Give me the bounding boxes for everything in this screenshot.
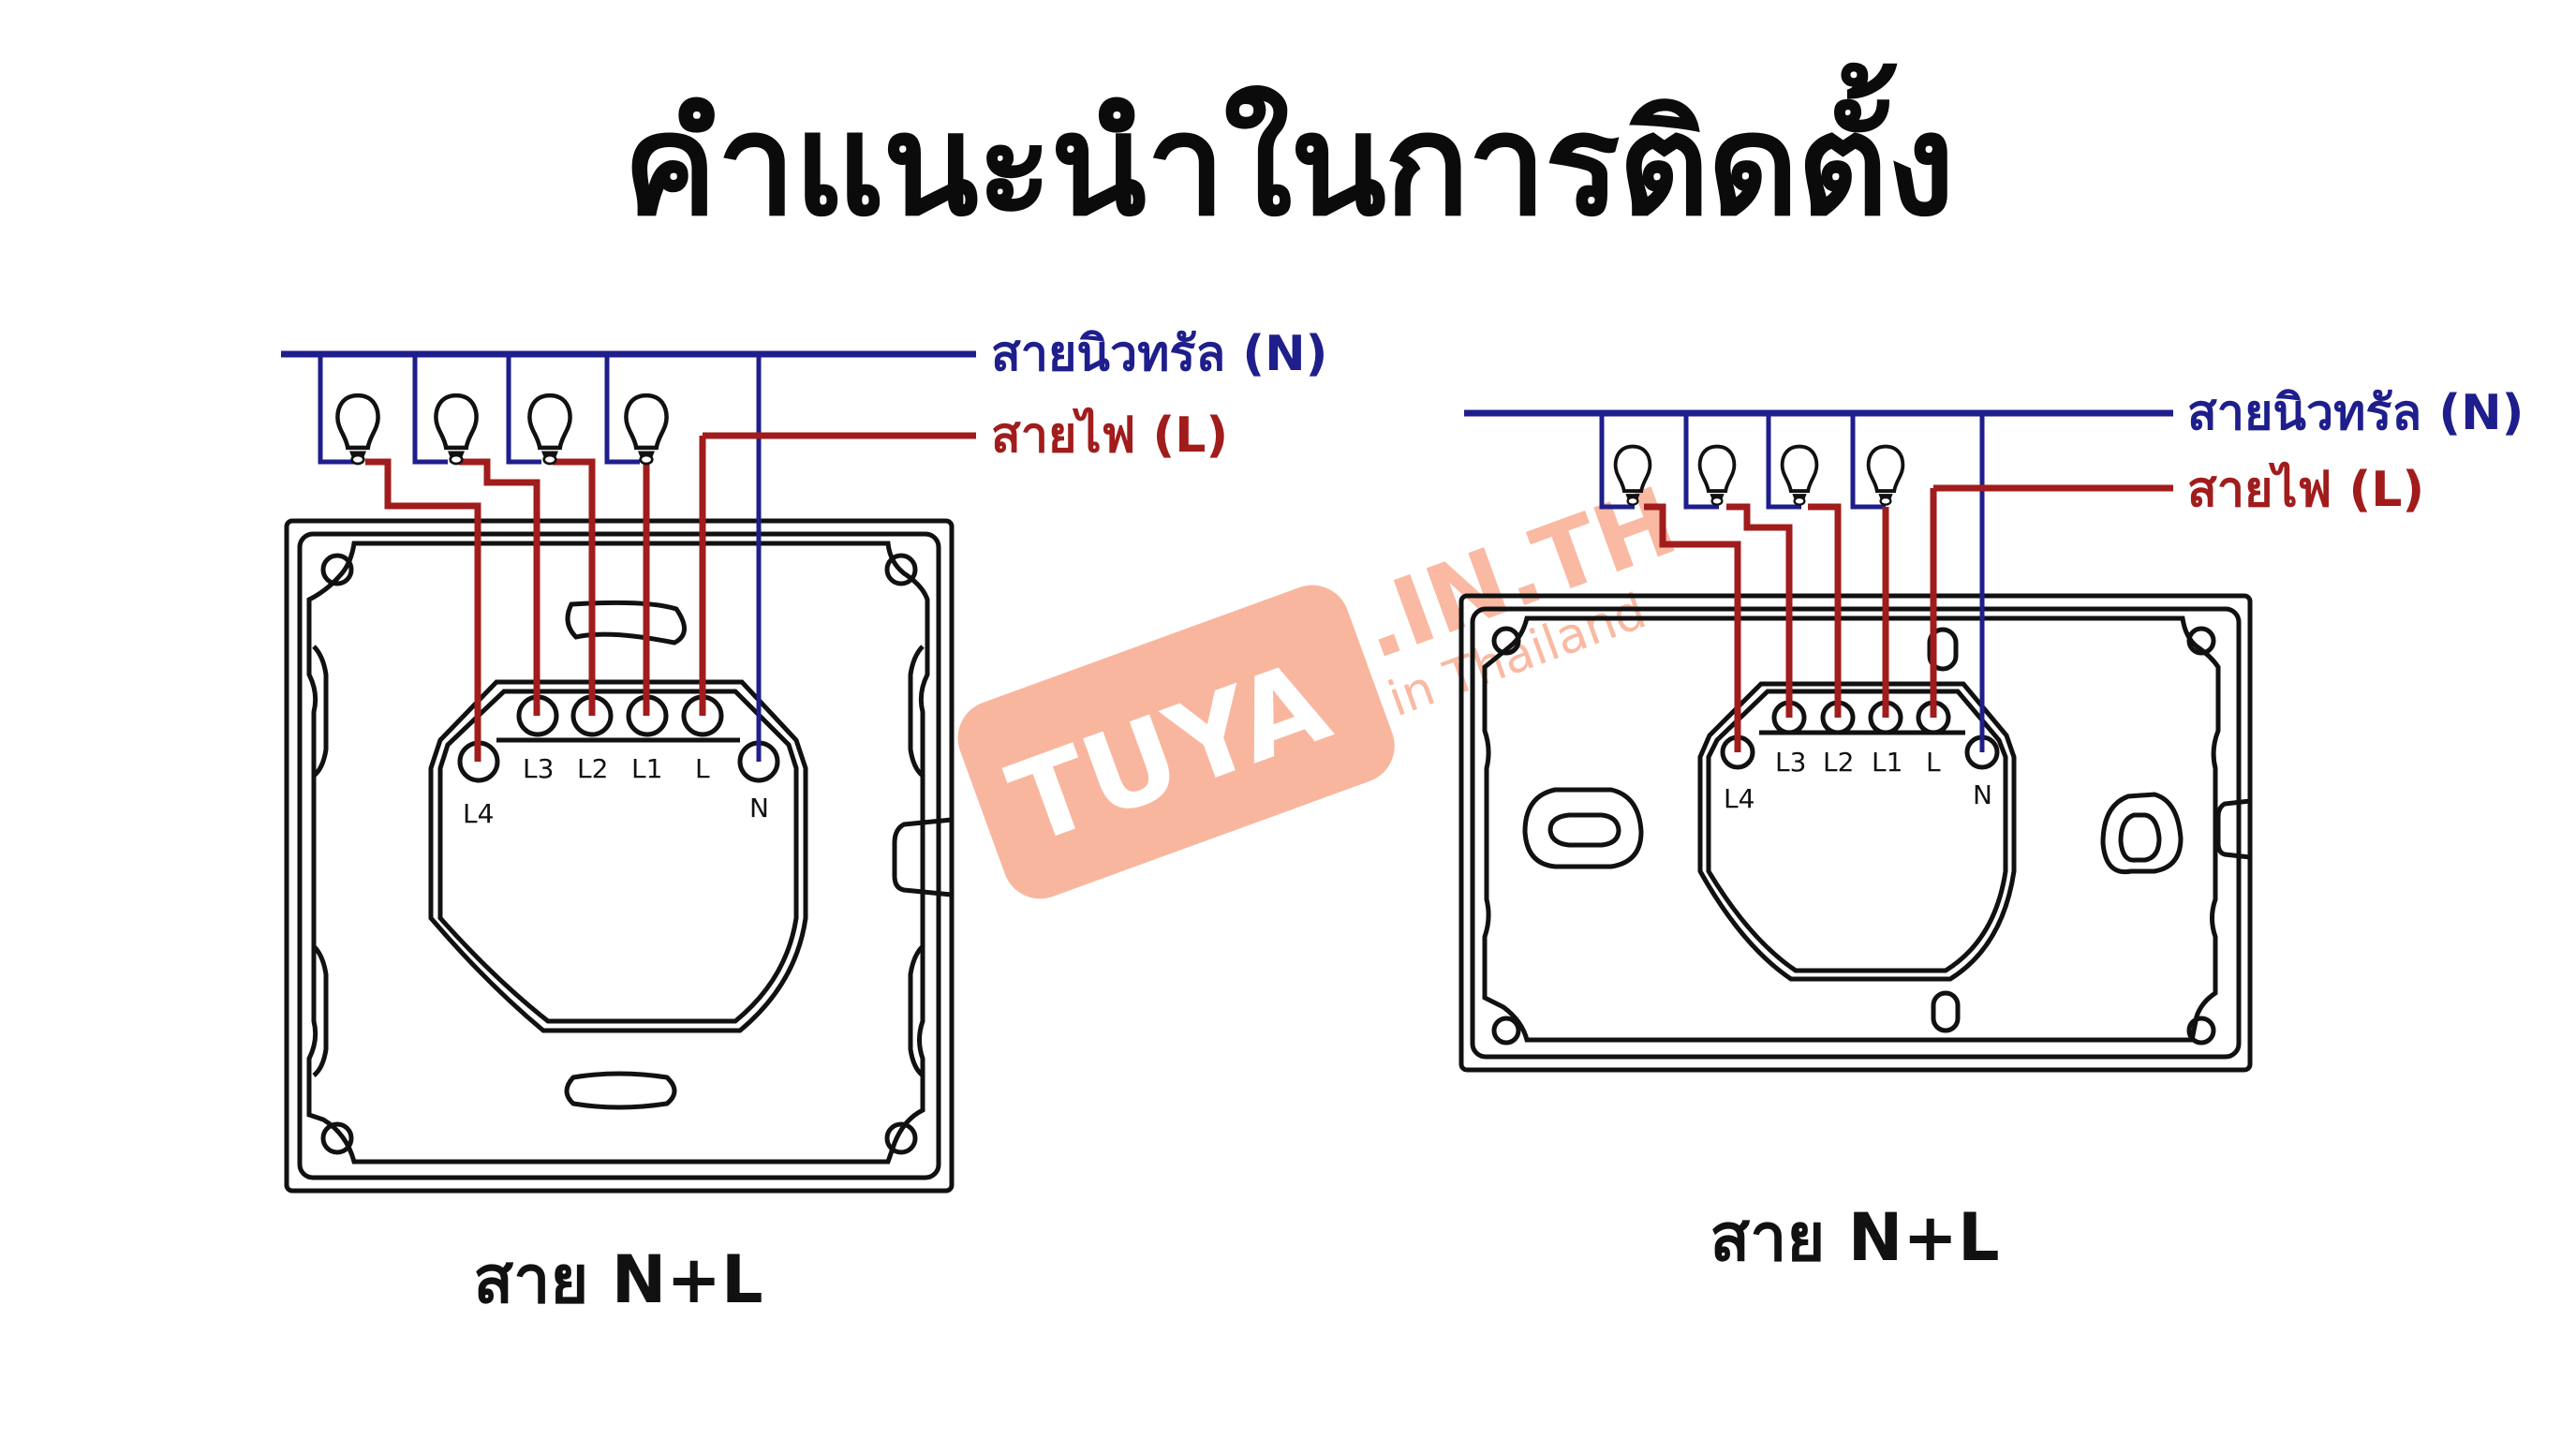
terminal-label-l3: L3 <box>523 753 554 784</box>
terminal-label-n: N <box>1973 779 1992 810</box>
live-wire-label: สายไฟ (L) <box>2187 461 2424 518</box>
lightbulb-icon <box>1697 444 1737 507</box>
lightbulb-icon <box>1780 444 1819 507</box>
terminal-label-l1: L1 <box>631 753 662 784</box>
terminal-label-l: L <box>695 753 710 784</box>
lightbulb-icon <box>626 395 666 464</box>
terminal-label-l3: L3 <box>1775 747 1806 778</box>
terminal-label-l2: L2 <box>1823 747 1854 778</box>
watermark: TUYA .IN.TH in Thailand <box>957 466 1690 899</box>
diagram-caption: สาย N+L <box>473 1241 762 1318</box>
diagram-caption: สาย N+L <box>1710 1199 1999 1276</box>
terminal-label-l1: L1 <box>1872 747 1902 778</box>
lightbulb-icon <box>337 395 378 464</box>
terminal-label-l4: L4 <box>1724 783 1754 814</box>
lightbulb-icon <box>1866 444 1905 507</box>
watermark-badge <box>957 585 1395 899</box>
neutral-wire-label: สายนิวทรัล (N) <box>2187 385 2524 441</box>
terminal-label-n: N <box>749 793 769 823</box>
terminal-label-l2: L2 <box>577 753 608 784</box>
lightbulb-icon <box>436 395 476 464</box>
diagram-rectangular-plate: L4 L3 L2 L1 L N สายนิวทรัล (N) <box>1458 385 2524 1276</box>
live-wire-label: สายไฟ (L) <box>991 407 1228 464</box>
diagram-square-plate: L4 L3 L2 L1 L N สา <box>281 326 1327 1318</box>
terminal-label-l4: L4 <box>463 798 494 829</box>
page-title: คำแนะนำในการติดตั้ง <box>623 84 1955 247</box>
switch-backplate <box>1458 593 2253 1073</box>
live-wires <box>365 432 976 762</box>
neutral-wires <box>281 350 976 762</box>
live-wires <box>1644 484 2173 752</box>
neutral-wires <box>1464 409 2173 752</box>
lightbulb-icon <box>529 395 570 464</box>
neutral-wire-label: สายนิวทรัล (N) <box>991 326 1327 382</box>
terminal-label-l: L <box>1926 747 1941 778</box>
switch-backplate <box>284 518 955 1194</box>
bulbs <box>337 395 666 464</box>
